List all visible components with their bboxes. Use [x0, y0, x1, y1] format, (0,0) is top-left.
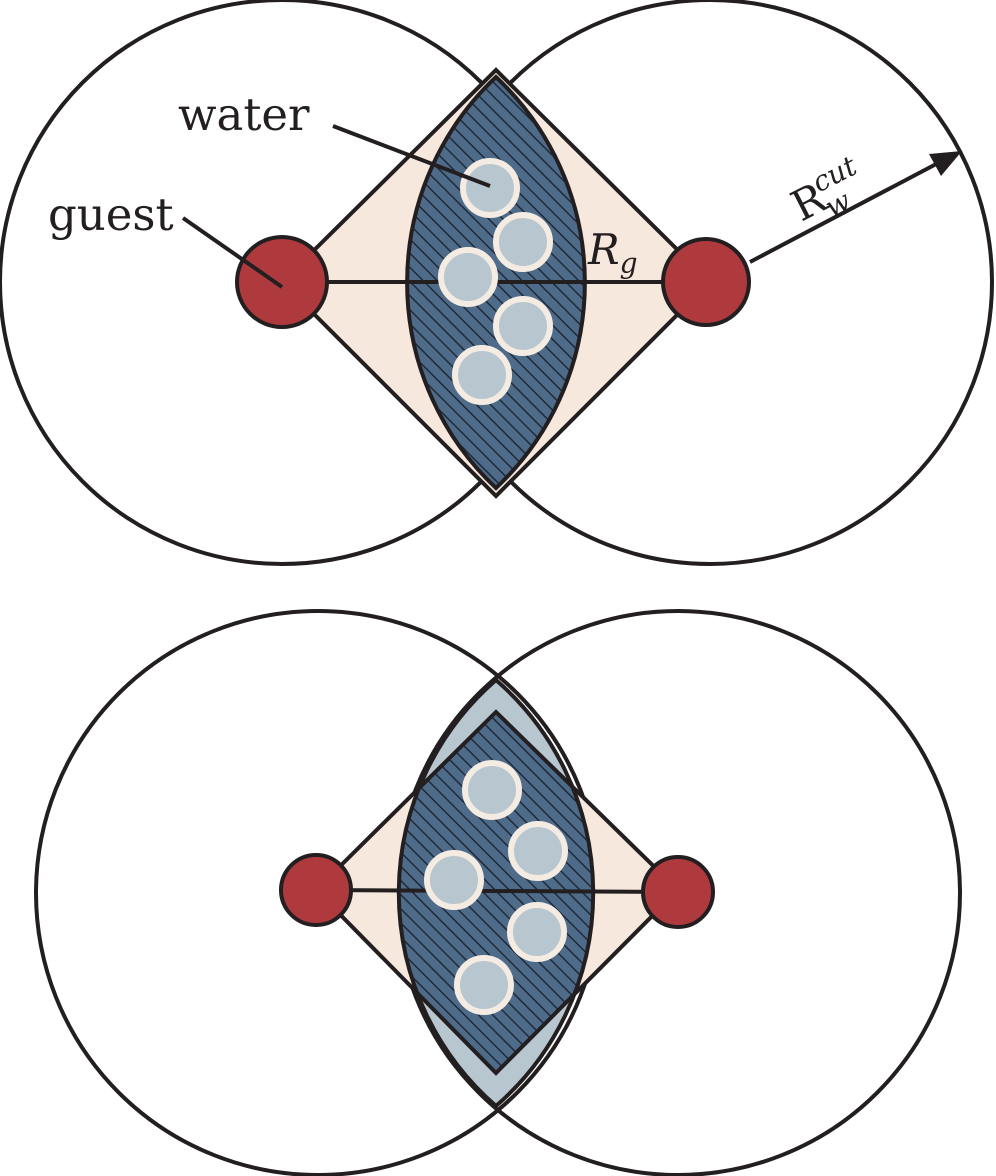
- right-guest: [641, 855, 715, 929]
- water-molecule: [438, 247, 498, 307]
- water-molecule: [460, 158, 520, 218]
- rg-label: Rg: [587, 225, 638, 280]
- guest-leader-line: [181, 216, 284, 289]
- top-water-molecules: [438, 158, 553, 405]
- water-molecule: [493, 212, 553, 272]
- rcut-arrowhead: [929, 151, 962, 176]
- bottom-panel: [34, 609, 962, 1176]
- water-molecule: [452, 345, 512, 405]
- rcut-arrow-line: [749, 160, 941, 264]
- water-molecule: [462, 760, 522, 820]
- left-guest: [235, 235, 329, 329]
- right-guest: [661, 237, 751, 327]
- top-panel: water guest Rg R cut w: [0, 0, 994, 566]
- bottom-water-molecules: [424, 760, 568, 1015]
- water-molecule: [454, 955, 514, 1015]
- rg-symbol: R: [587, 225, 620, 274]
- water-label: water: [178, 88, 310, 141]
- water-molecule: [508, 821, 568, 881]
- rg-subscript: g: [620, 247, 638, 280]
- water-leader-line: [332, 124, 491, 188]
- bottom-lens-outline: [396, 677, 596, 1109]
- bottom-axis-line: [315, 888, 679, 894]
- water-molecule: [493, 296, 553, 356]
- guest-label: guest: [48, 188, 174, 241]
- rcut-label: R cut w: [783, 149, 862, 231]
- top-lens-outline: [405, 74, 587, 491]
- left-guest: [279, 853, 353, 927]
- water-molecule: [424, 850, 484, 910]
- water-molecule: [507, 902, 567, 962]
